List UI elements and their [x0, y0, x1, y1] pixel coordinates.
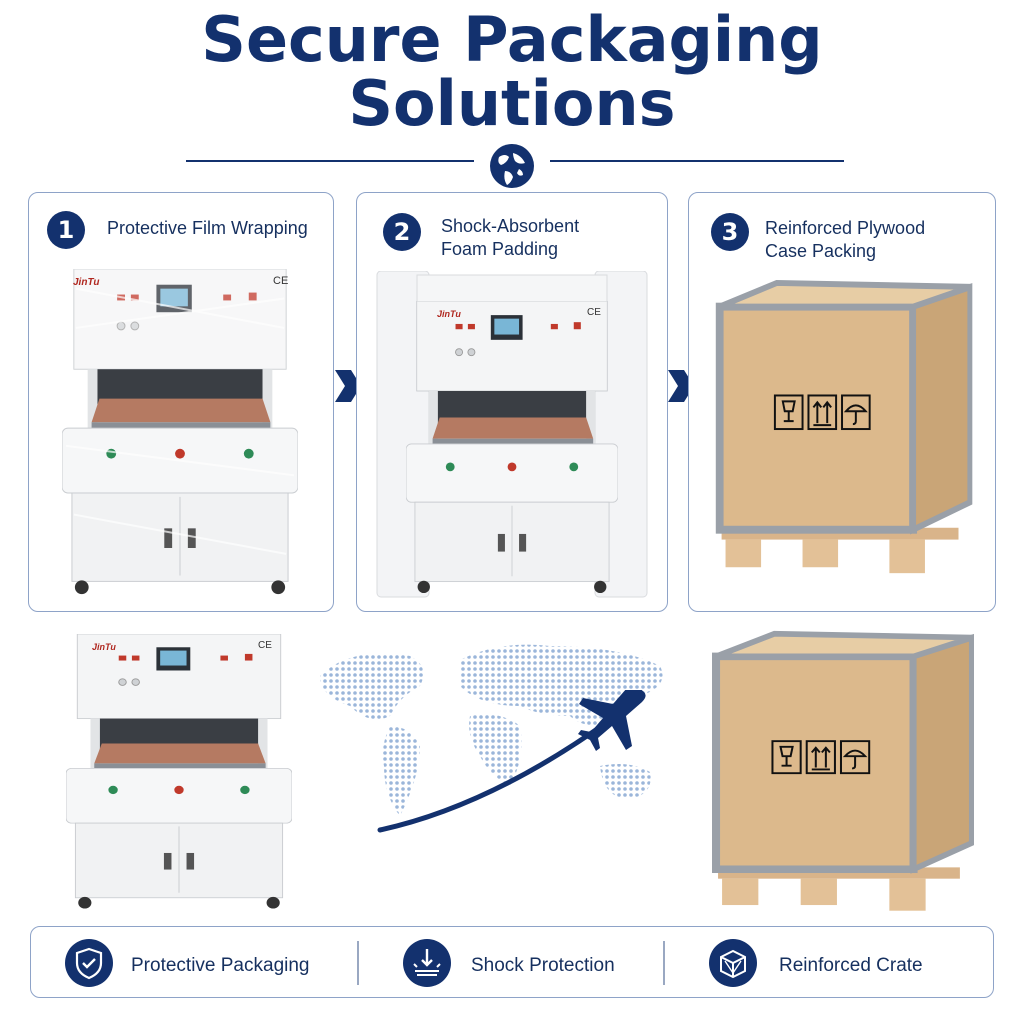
ce-mark: CE	[273, 275, 289, 287]
feature-label: Shock Protection	[471, 955, 615, 976]
globe-icon	[490, 144, 534, 188]
plywood-crate-image	[712, 630, 974, 922]
plywood-crate-image	[711, 279, 977, 585]
feature-separator	[357, 941, 359, 985]
title-divider-right	[550, 160, 844, 162]
wrapped-machine-image: JinTu CE	[57, 269, 303, 603]
machine-brand: JinTu	[437, 309, 461, 319]
step-label: Reinforced Plywood Case Packing	[765, 217, 985, 263]
shock-impact-icon	[403, 939, 451, 987]
ce-mark: CE	[587, 307, 601, 318]
step-card-3: 3 Reinforced Plywood Case Packing	[688, 192, 996, 612]
machine-brand: JinTu	[73, 277, 100, 288]
step-label-line-1: Reinforced Plywood	[765, 218, 926, 238]
title-divider-left	[186, 160, 474, 162]
page-title: Secure Packaging Solutions	[0, 8, 1024, 136]
step-label-line-1: Protective Film Wrapping	[107, 218, 308, 238]
arrow-right-icon	[668, 370, 694, 402]
step-card-2: 2 Shock-Absorbent Foam Padding JinTu CE	[356, 192, 668, 612]
feature-label: Reinforced Crate	[779, 955, 923, 976]
feature-label: Protective Packaging	[131, 955, 310, 976]
step-label: Shock-Absorbent Foam Padding	[441, 215, 661, 261]
features-bar: Protective Packaging Shock Protection Re…	[30, 926, 994, 998]
step-label-line-2: Foam Padding	[441, 239, 559, 259]
step-number-badge: 2	[383, 213, 421, 251]
step-label-line-1: Shock-Absorbent	[441, 216, 580, 236]
step-label: Protective Film Wrapping	[107, 217, 327, 240]
machine-brand: JinTu	[92, 642, 116, 652]
machine-image: JinTu CE	[66, 634, 292, 916]
ce-mark: CE	[258, 640, 272, 651]
page-title-line-2: Solutions	[348, 67, 676, 140]
shield-check-icon	[65, 939, 113, 987]
step-number-badge: 1	[47, 211, 85, 249]
crate-box-icon	[709, 939, 757, 987]
step-card-1: 1 Protective Film Wrapping JinTu CE	[28, 192, 334, 612]
feature-separator	[663, 941, 665, 985]
step-number-badge: 3	[711, 213, 749, 251]
step-label-line-2: Case Packing	[765, 241, 877, 261]
airplane-icon	[578, 690, 646, 751]
arrow-right-icon	[335, 370, 361, 402]
foam-padded-machine-image: JinTu CE	[375, 270, 649, 601]
page-title-line-1: Secure Packaging	[201, 3, 823, 76]
